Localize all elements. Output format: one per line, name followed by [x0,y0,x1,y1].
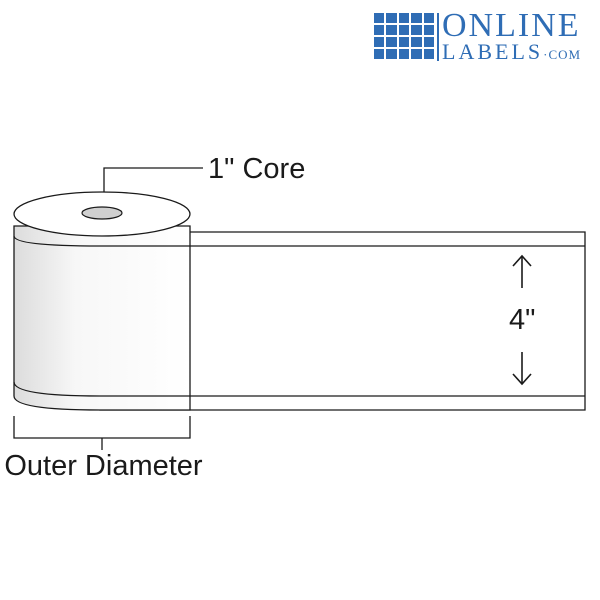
roll-core-hole [81,206,123,220]
logo-divider [437,13,439,61]
logo-wordmark-labels: LABELS [442,39,544,64]
outer-diameter-label: " Outer Diameter [0,450,203,482]
width-arrow-up-icon [512,254,532,288]
core-leader-line [103,167,203,192]
core-size-label: 1" Core [208,153,306,185]
logo-wordmark-line2: LABELS·COM [442,39,581,65]
onlinelabels-logo: ONLINE LABELS·COM [374,7,590,64]
outer-diameter-bracket [13,416,191,439]
logo-wordmark-suffix: ·COM [543,47,582,62]
logo-wordmark-line1: ONLINE [442,7,581,44]
roll-bottom-inner-curve [13,381,190,397]
roll-body [13,225,191,411]
label-width-label: 4" [509,304,536,336]
roll-top-inner-curve [13,235,190,247]
width-arrow-down-icon [512,352,532,386]
logo-grid-icon [374,13,434,59]
